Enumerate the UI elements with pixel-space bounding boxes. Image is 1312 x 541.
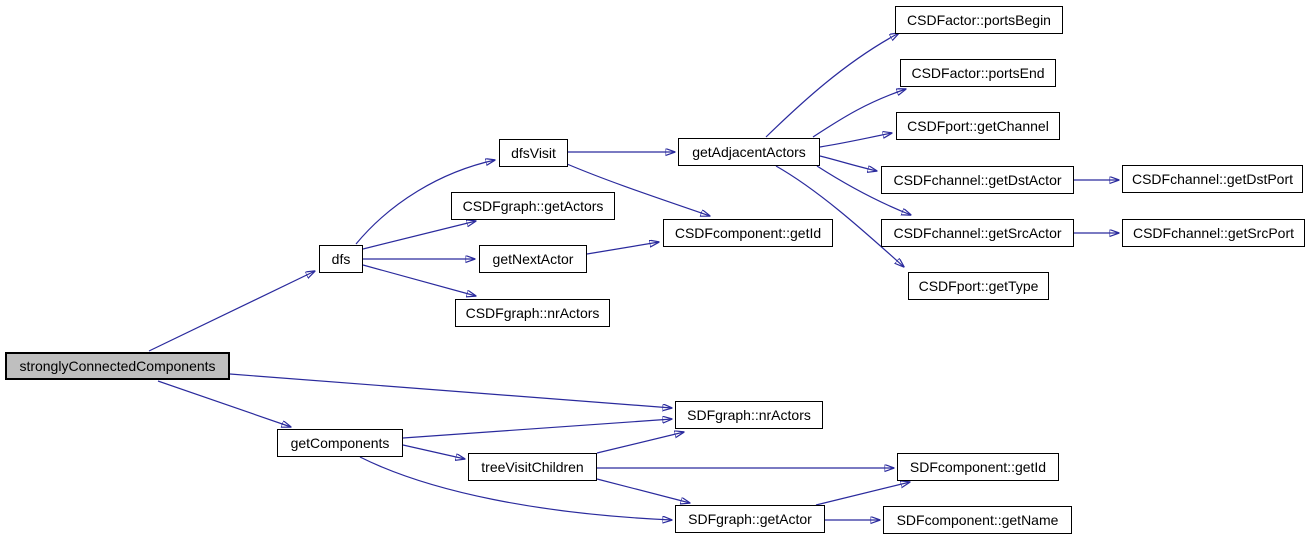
edge-getAdjacentActors-to-CSDFport-getChannel xyxy=(819,133,892,148)
edge-treeVisitChildren-to-SDFgraph-nrActors xyxy=(596,432,684,454)
node-CSDFgraph-getActors[interactable]: CSDFgraph::getActors xyxy=(451,192,615,220)
node-dfsVisit[interactable]: dfsVisit xyxy=(499,139,568,167)
node-CSDFactor-portsBegin[interactable]: CSDFactor::portsBegin xyxy=(895,6,1063,34)
node-treeVisitChildren[interactable]: treeVisitChildren xyxy=(468,453,597,481)
node-dfs[interactable]: dfs xyxy=(319,245,363,273)
node-CSDFport-getChannel[interactable]: CSDFport::getChannel xyxy=(896,112,1060,140)
edge-getAdjacentActors-to-CSDFactor-portsBegin xyxy=(765,33,899,138)
node-getAdjacentActors[interactable]: getAdjacentActors xyxy=(678,138,820,166)
node-SDFgraph-getActor[interactable]: SDFgraph::getActor xyxy=(675,505,825,533)
edge-getAdjacentActors-to-CSDFchannel-getDstActor xyxy=(819,155,877,171)
edge-dfsVisit-to-CSDFcomponent-getId xyxy=(566,163,710,216)
node-SDFgraph-nrActors[interactable]: SDFgraph::nrActors xyxy=(675,401,823,429)
edge-treeVisitChildren-to-SDFgraph-getActor xyxy=(596,478,690,503)
edge-getAdjacentActors-to-CSDFactor-portsEnd xyxy=(812,89,906,138)
edge-getComponents-to-SDFgraph-nrActors xyxy=(402,419,672,439)
node-CSDFport-getType[interactable]: CSDFport::getType xyxy=(908,272,1049,300)
edge-getAdjacentActors-to-CSDFport-getType xyxy=(775,165,904,267)
node-getNextActor[interactable]: getNextActor xyxy=(479,245,587,273)
node-SDFcomponent-getId[interactable]: SDFcomponent::getId xyxy=(897,453,1059,481)
node-SDFcomponent-getName[interactable]: SDFcomponent::getName xyxy=(883,506,1072,534)
edge-getNextActor-to-CSDFcomponent-getId xyxy=(586,242,659,255)
edge-SDFgraph-getActor-to-SDFcomponent-getId xyxy=(815,482,910,506)
node-CSDFchannel-getDstPort[interactable]: CSDFchannel::getDstPort xyxy=(1122,165,1303,193)
edge-dfs-to-CSDFgraph-getActors xyxy=(362,221,476,250)
edge-dfs-to-CSDFgraph-nrActors xyxy=(362,264,476,296)
node-getComponents[interactable]: getComponents xyxy=(277,429,403,457)
node-stronglyConnectedComponents: stronglyConnectedComponents xyxy=(5,352,230,380)
node-CSDFcomponent-getId[interactable]: CSDFcomponent::getId xyxy=(663,219,833,247)
edge-stronglyConnectedComponents-to-SDFgraph-nrActors xyxy=(229,373,672,408)
edge-getComponents-to-treeVisitChildren xyxy=(402,444,465,459)
node-CSDFactor-portsEnd[interactable]: CSDFactor::portsEnd xyxy=(900,59,1056,87)
node-CSDFchannel-getSrcPort[interactable]: CSDFchannel::getSrcPort xyxy=(1122,219,1305,247)
edge-getComponents-to-SDFgraph-getActor xyxy=(359,456,672,520)
node-CSDFgraph-nrActors[interactable]: CSDFgraph::nrActors xyxy=(455,299,610,327)
edge-stronglyConnectedComponents-to-dfs xyxy=(148,271,315,352)
node-CSDFchannel-getDstActor[interactable]: CSDFchannel::getDstActor xyxy=(881,166,1074,194)
edge-dfs-to-dfsVisit xyxy=(355,160,495,245)
edge-stronglyConnectedComponents-to-getComponents xyxy=(157,380,291,427)
edge-getAdjacentActors-to-CSDFchannel-getSrcActor xyxy=(816,165,911,215)
node-CSDFchannel-getSrcActor[interactable]: CSDFchannel::getSrcActor xyxy=(881,219,1074,247)
